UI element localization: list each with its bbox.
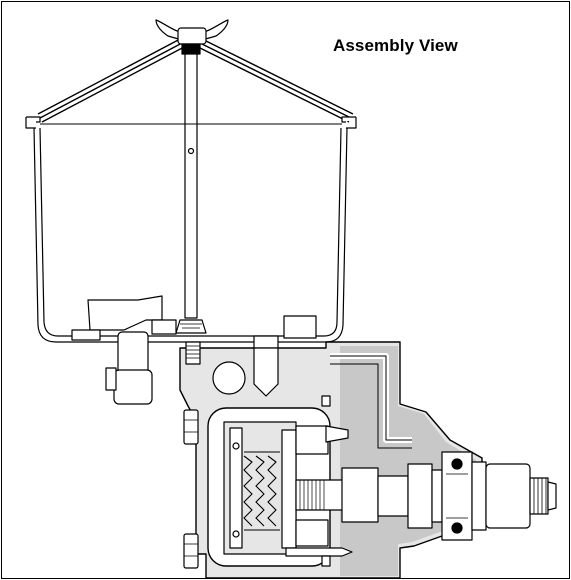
pressure-valve: [253, 335, 279, 397]
housing-bolts: [183, 409, 199, 569]
lid-wire-frame: [37, 37, 354, 123]
output-thread[interactable]: [485, 463, 557, 529]
ball-check: [212, 361, 246, 395]
drive-shaft[interactable]: [295, 463, 443, 529]
bowl-internals: [71, 295, 317, 341]
figure-title: Assembly View: [333, 36, 458, 55]
inlet-fitting: [105, 331, 153, 405]
bearings: [441, 451, 487, 541]
threaded-stud: [185, 341, 201, 365]
springs: [243, 451, 280, 531]
set-screws: [321, 395, 331, 567]
center-rod: [175, 53, 207, 334]
wing-nut: [155, 19, 229, 55]
